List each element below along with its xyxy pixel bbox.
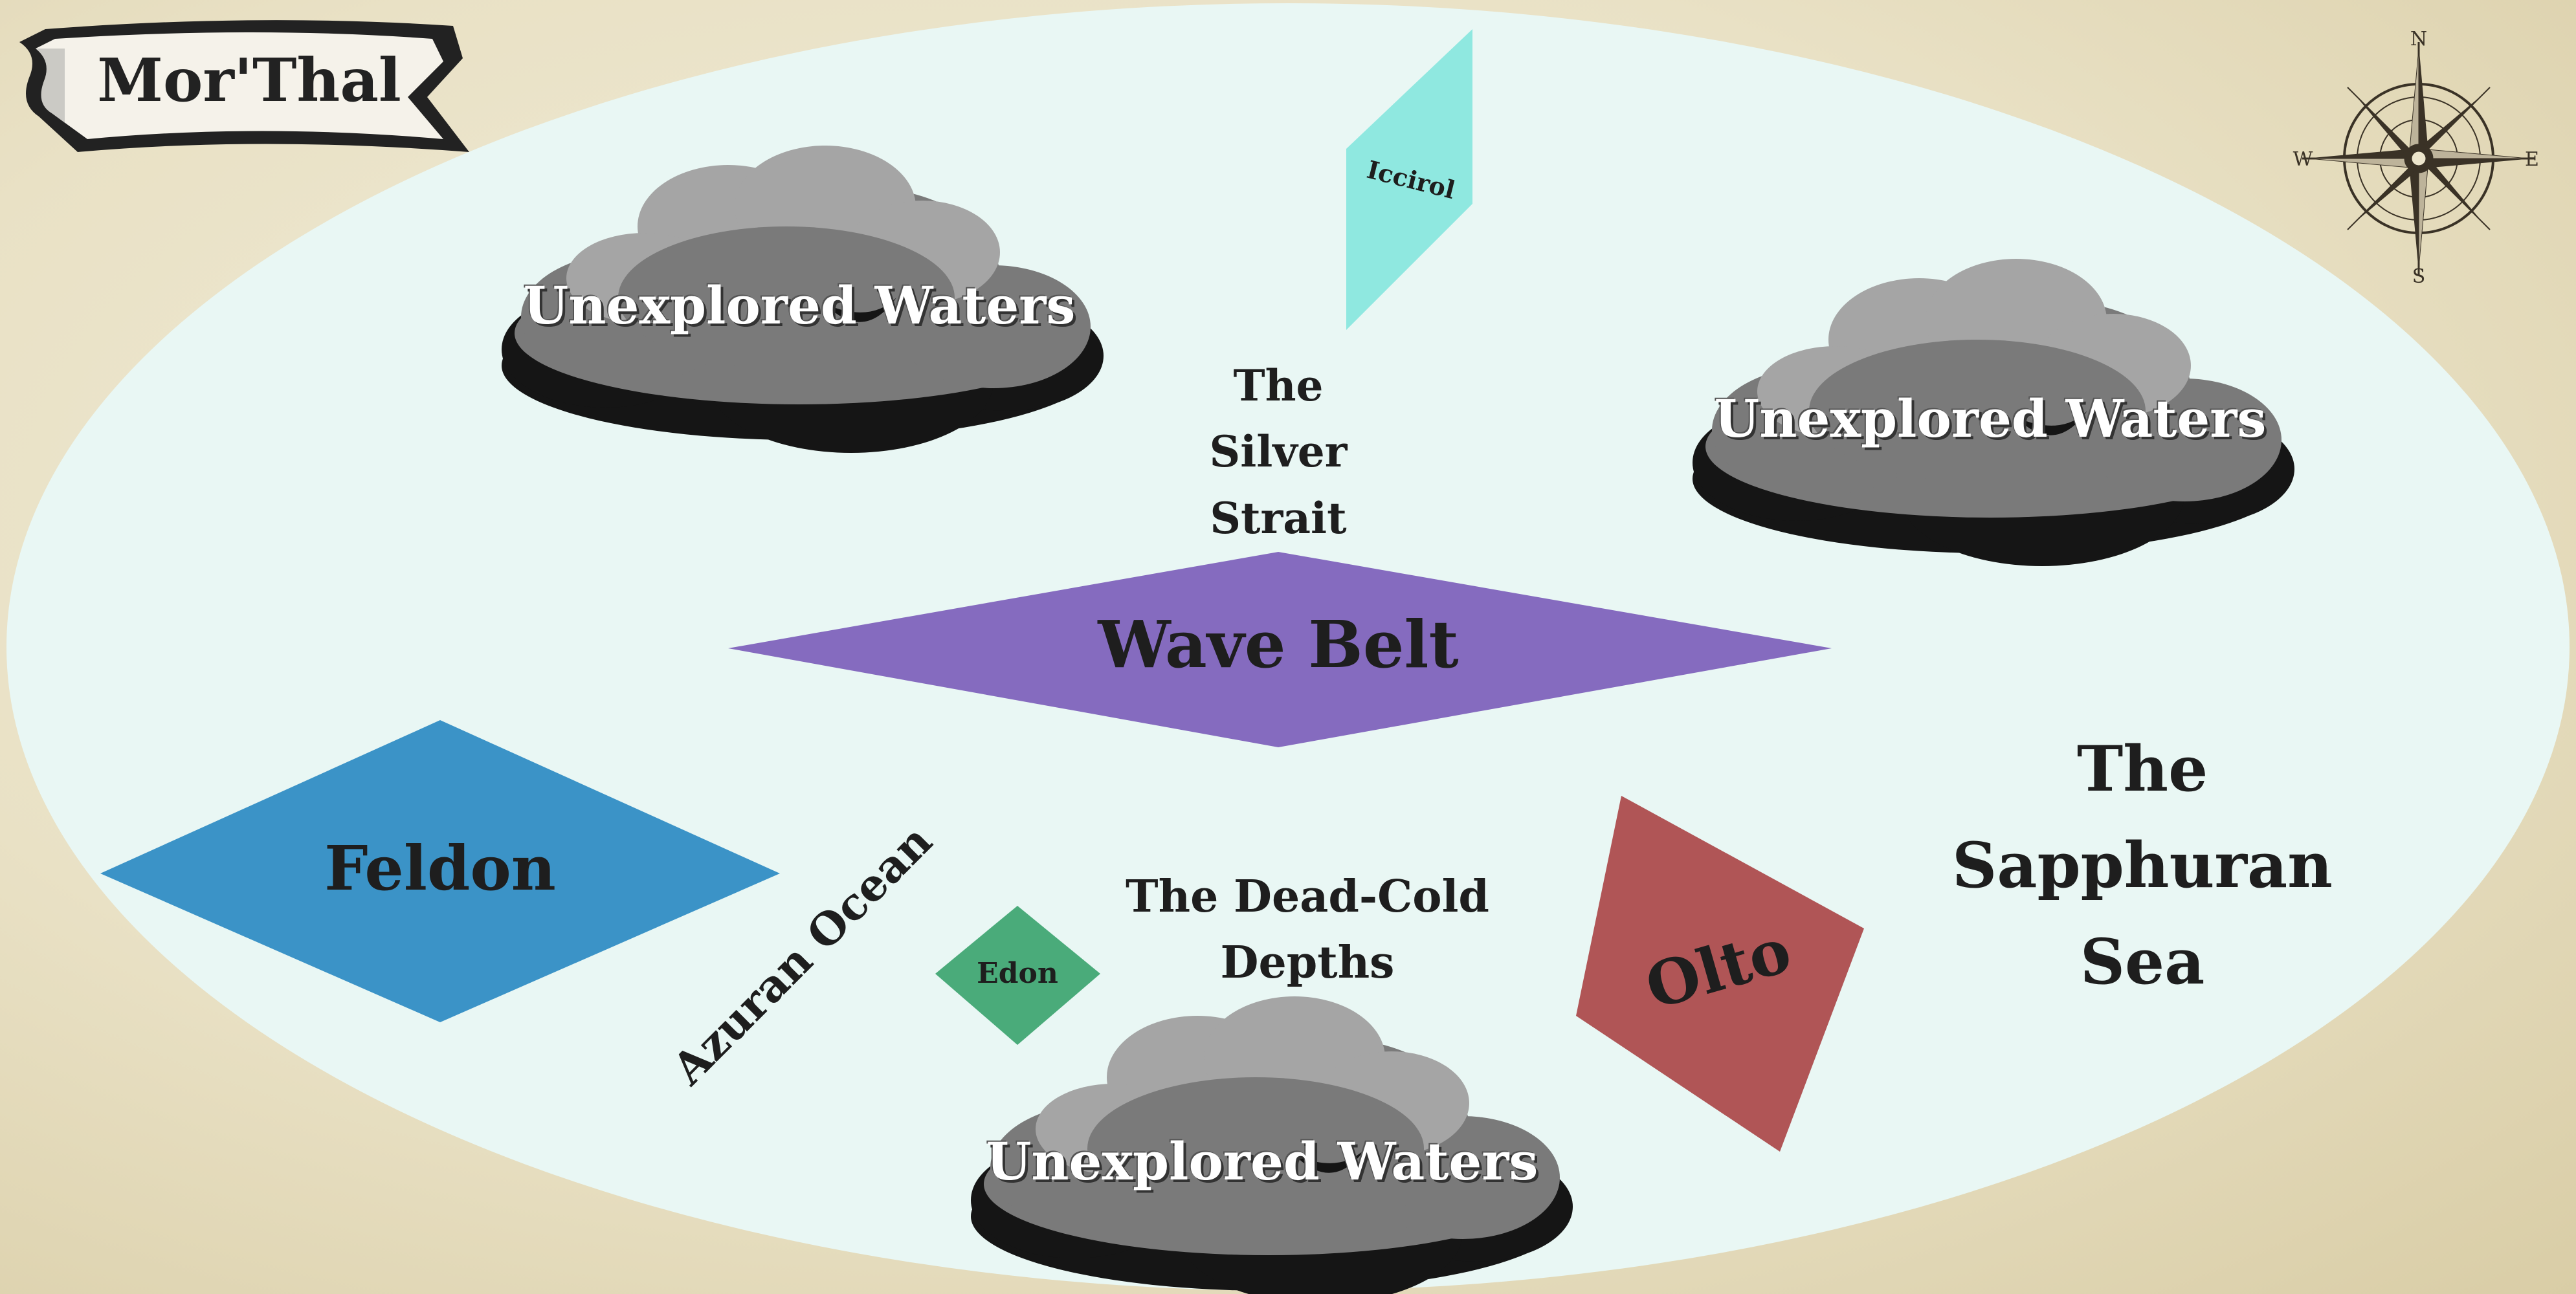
map-title: Mor'Thal <box>97 45 401 115</box>
compass-north: N <box>2410 28 2427 50</box>
cloud-bottom-label: Unexplored Waters <box>986 1131 1538 1192</box>
sapphuran-line3: Sea <box>2080 925 2205 998</box>
compass-east: E <box>2525 148 2539 171</box>
silver-strait-line3: Strait <box>1210 492 1347 543</box>
cloud-top-left-label: Unexplored Waters <box>523 275 1076 336</box>
wave-belt-region[interactable] <box>728 552 1832 747</box>
edon-label[interactable]: Edon <box>977 957 1058 990</box>
olto-region[interactable] <box>1576 796 1864 1152</box>
compass-rose-icon <box>2302 42 2535 275</box>
compass-south: S <box>2412 265 2426 288</box>
title-banner <box>19 20 469 152</box>
compass-west: W <box>2293 148 2313 171</box>
dead-cold-line1: The Dead-Cold <box>1126 871 1489 923</box>
sapphuran-sea-label: The Sapphuran Sea <box>1948 721 2337 1010</box>
feldon-label[interactable]: Feldon <box>324 833 556 905</box>
dead-cold-depths-label: The Dead-Cold Depths <box>1081 864 1534 996</box>
silver-strait-line2: Silver <box>1209 426 1348 477</box>
sapphuran-line2: Sapphuran <box>1952 828 2333 902</box>
edon-island[interactable] <box>935 906 1100 1045</box>
wave-belt-label[interactable]: Wave Belt <box>1098 606 1459 683</box>
dead-cold-line2: Depths <box>1220 937 1395 989</box>
silver-strait-line1: The <box>1233 360 1324 411</box>
feldon-region[interactable] <box>100 720 780 1022</box>
cloud-right-label: Unexplored Waters <box>1714 388 2267 449</box>
silver-strait-label: The Silver Strait <box>1149 353 1408 551</box>
sapphuran-line1: The <box>2076 732 2208 806</box>
iccirol-island[interactable] <box>1346 29 1472 330</box>
